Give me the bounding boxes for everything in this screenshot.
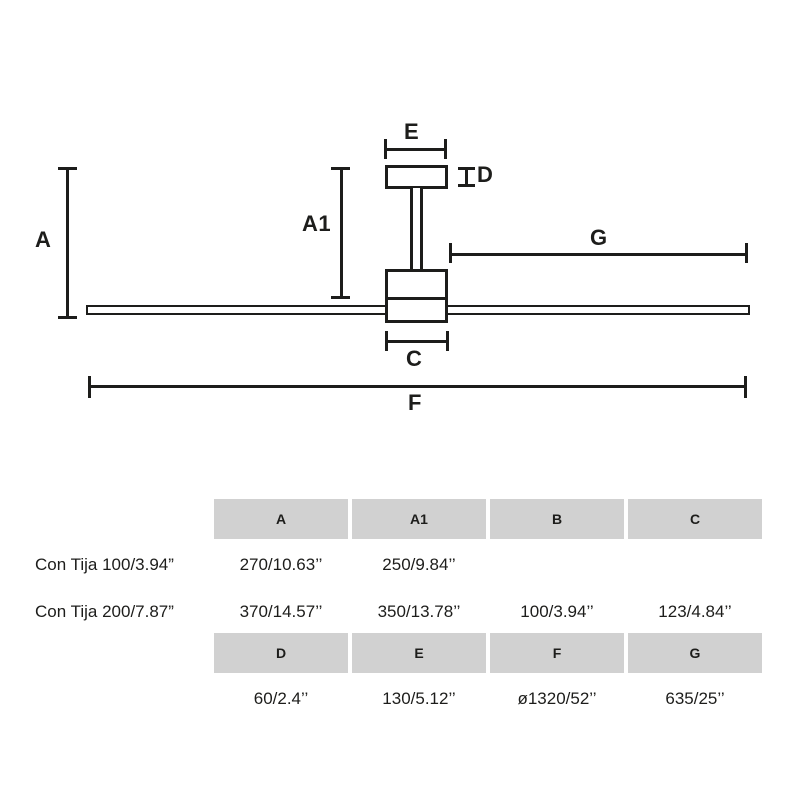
dim-line-c — [386, 340, 449, 343]
table-header-d: D — [214, 633, 348, 673]
value-f: ø1320/52’’ — [517, 689, 597, 708]
dim-tick-g-left — [449, 243, 452, 263]
dim-tick-c-right — [446, 331, 449, 351]
value-e: 130/5.12’’ — [382, 689, 456, 708]
table-header-e: E — [352, 633, 486, 673]
dim-tick-a1-bottom — [331, 296, 350, 299]
dim-tick-e-right — [444, 139, 447, 159]
dim-tick-g-right — [745, 243, 748, 263]
fan-motor-divider — [388, 297, 445, 300]
dim-tick-d-top — [458, 167, 475, 170]
value-g: 635/25’’ — [665, 689, 725, 708]
fan-blade-left — [86, 305, 388, 315]
fan-canopy — [385, 165, 448, 189]
fan-blade-right — [445, 305, 750, 315]
value-tija200-c: 123/4.84’’ — [658, 602, 732, 621]
dim-label-d: D — [477, 162, 494, 187]
table-header-b: B — [490, 499, 624, 539]
dim-tick-d-bottom — [458, 184, 475, 187]
dim-line-d — [465, 169, 468, 186]
value-tija100-a1: 250/9.84’’ — [382, 555, 456, 574]
dim-label-c: C — [406, 346, 423, 371]
value-d: 60/2.4’’ — [253, 689, 309, 708]
table-header-c: C — [628, 499, 762, 539]
dim-line-a1 — [340, 168, 343, 299]
dim-tick-e-left — [384, 139, 387, 159]
fan-downrod — [410, 188, 423, 272]
dim-tick-a-top — [58, 167, 77, 170]
table-header-a: A — [214, 499, 348, 539]
dim-tick-a-bottom — [58, 316, 77, 319]
value-tija100-c — [628, 539, 762, 591]
value-tija100-a: 270/10.63’’ — [239, 555, 323, 574]
spec-table: A A1 B C Con Tija 100/3.94” 270/10.63’’ … — [35, 499, 762, 725]
dim-label-g: G — [590, 225, 608, 250]
row-label-tija-200: Con Tija 200/7.87” — [35, 602, 174, 621]
value-tija100-b — [490, 539, 624, 591]
dim-line-g — [450, 253, 747, 256]
dim-line-f — [89, 385, 747, 388]
table-spacer — [35, 633, 210, 673]
dim-label-e: E — [404, 119, 420, 144]
table-header-g: G — [628, 633, 762, 673]
dim-label-a: A — [35, 227, 52, 252]
fan-motor-housing — [385, 269, 448, 323]
dim-label-f: F — [408, 390, 422, 415]
value-tija200-a: 370/14.57’’ — [239, 602, 323, 621]
dim-tick-a1-top — [331, 167, 350, 170]
table-header-a1: A1 — [352, 499, 486, 539]
dim-line-e — [385, 148, 447, 151]
dim-tick-f-right — [744, 376, 747, 398]
dim-tick-c-left — [385, 331, 388, 351]
table-corner-spacer — [35, 499, 210, 539]
row-label-tija-100: Con Tija 100/3.94” — [35, 555, 174, 574]
dim-label-a1: A1 — [302, 211, 332, 236]
table-header-f: F — [490, 633, 624, 673]
value-tija200-b: 100/3.94’’ — [520, 602, 594, 621]
dim-line-a — [66, 168, 69, 318]
table-spacer — [35, 673, 210, 725]
dim-tick-f-left — [88, 376, 91, 398]
value-tija200-a1: 350/13.78’’ — [377, 602, 461, 621]
